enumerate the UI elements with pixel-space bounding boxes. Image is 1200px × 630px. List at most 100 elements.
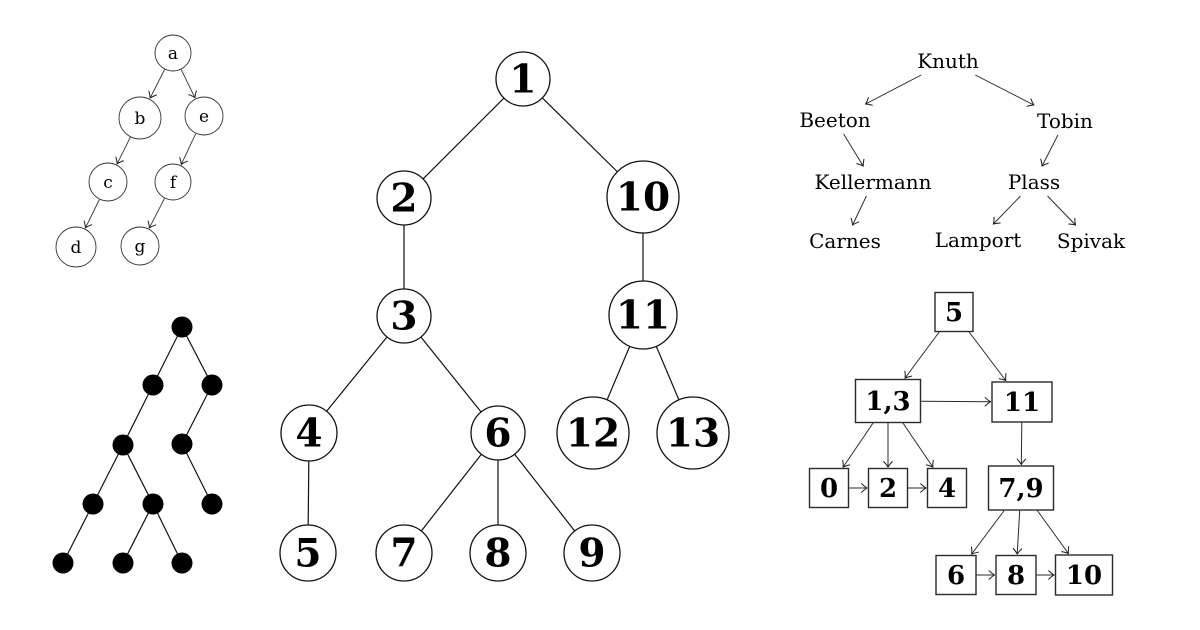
letter-tree-label-e: e	[199, 107, 209, 127]
btree-boxes-node-b0	[808, 467, 850, 509]
knuth-name-tree-label-knuth: Knuth	[917, 49, 979, 73]
numbered-tree-label-t1: 1	[509, 56, 536, 102]
dot-tree-node-n7	[142, 493, 164, 515]
letter-tree-node-d	[55, 226, 97, 268]
letter-tree-label-d: d	[71, 238, 82, 258]
letter-tree-node-c	[88, 162, 128, 202]
numbered-tree-label-t12: 12	[566, 410, 620, 456]
btree-boxes-label-b11: 11	[1004, 388, 1040, 418]
numbered-tree-label-t13: 13	[666, 410, 720, 456]
dot-tree-node-n8	[201, 493, 223, 515]
numbered-tree-edge-t4-t5	[307, 461, 310, 525]
numbered-tree-edge-t1-t10	[542, 97, 618, 172]
btree-boxes-edge-b11-b79	[1016, 422, 1027, 466]
dot-tree-edge-n7-n10	[122, 503, 154, 564]
letter-tree-edge-a-b	[148, 69, 166, 99]
dot-tree-node-n4	[112, 434, 134, 456]
knuth-name-tree-label-kellermann: Kellermann	[814, 170, 931, 194]
letter-tree-edge-f-g	[147, 198, 165, 229]
dot-tree-node-n10	[112, 552, 134, 574]
btree-boxes-label-b79: 7,9	[998, 474, 1043, 504]
dot-tree-node-n3	[201, 374, 223, 396]
btree-boxes-edge-b13-b0	[842, 422, 874, 468]
knuth-name-tree-edge-knuth-tobin	[975, 74, 1035, 107]
btree-boxes-node-b8	[995, 554, 1037, 596]
letter-tree-edge-e-f	[179, 133, 197, 166]
btree-boxes-label-b8: 8	[1007, 561, 1025, 591]
numbered-tree-label-t5: 5	[294, 530, 321, 576]
btree-boxes-node-b11	[991, 381, 1053, 423]
btree-boxes-edge-b13-b4	[902, 422, 934, 468]
numbered-tree-node-t5	[279, 524, 337, 582]
knuth-name-tree-edge-beeton-kellermann	[843, 133, 865, 167]
dot-tree-edge-n3-n5	[181, 384, 213, 445]
dot-tree-edge-n1-n2	[152, 326, 183, 386]
numbered-tree-node-t7	[375, 524, 433, 582]
numbered-tree-edge-t11-t12	[606, 346, 631, 400]
numbered-tree-node-t13	[656, 396, 730, 470]
knuth-name-tree-edge-plass-spivak	[1047, 195, 1077, 226]
knuth-name-tree-edge-kellermann-carnes	[850, 195, 867, 226]
numbered-tree-edge-t1-t2	[422, 97, 505, 180]
dot-tree-node-n9	[52, 552, 74, 574]
letter-tree-edge-b-c	[115, 136, 131, 165]
btree-boxes-edge-b79-b6	[971, 510, 1005, 555]
btree-boxes-label-b10: 10	[1066, 561, 1102, 591]
dot-tree-edge-n7-n11	[152, 503, 183, 564]
knuth-name-tree-edge-tobin-plass	[1040, 134, 1059, 167]
dot-tree-node-n2	[142, 374, 164, 396]
dot-tree-node-n1	[171, 316, 193, 338]
btree-boxes-edge-b5-b11	[968, 331, 1007, 382]
numbered-tree-label-t10: 10	[616, 174, 670, 220]
numbered-tree-label-t6: 6	[484, 410, 511, 456]
btree-boxes-node-b2	[867, 467, 909, 509]
dot-tree-edge-n4-n6	[92, 444, 124, 505]
knuth-name-tree-label-lamport: Lamport	[935, 228, 1022, 252]
knuth-name-tree-edge-knuth-beeton	[864, 74, 922, 106]
knuth-name-tree-edge-plass-lamport	[992, 195, 1021, 225]
knuth-name-tree-label-tobin: Tobin	[1037, 109, 1093, 133]
letter-tree-node-e	[184, 96, 224, 136]
btree-boxes-node-b13	[854, 378, 922, 424]
letter-tree-edge-a-e	[180, 69, 197, 99]
btree-boxes-edge-b13-b11	[920, 397, 992, 407]
knuth-name-tree-label-carnes: Carnes	[809, 229, 881, 253]
dot-tree-edge-n5-n8	[181, 443, 213, 505]
numbered-tree-label-t7: 7	[390, 530, 417, 576]
letter-tree-label-f: f	[170, 173, 178, 193]
btree-boxes-label-b6: 6	[947, 561, 965, 591]
dot-tree-edge-n4-n7	[122, 444, 154, 505]
letter-tree-node-a	[154, 34, 192, 72]
numbered-tree-label-t9: 9	[578, 530, 605, 576]
numbered-tree-label-t11: 11	[616, 292, 670, 338]
knuth-name-tree-label-spivak: Spivak	[1057, 229, 1126, 253]
letter-tree-edge-c-d	[83, 199, 100, 229]
letter-tree-label-a: a	[168, 44, 178, 64]
numbered-tree-node-t8	[469, 524, 527, 582]
btree-boxes-label-b0: 0	[820, 474, 838, 504]
dot-tree-edge-n6-n9	[62, 503, 94, 564]
numbered-tree-label-t3: 3	[390, 293, 417, 339]
letter-tree-label-g: g	[135, 237, 146, 257]
letter-tree-label-c: c	[103, 173, 113, 193]
numbered-tree-node-t1	[495, 51, 551, 107]
numbered-tree-edge-t6-t9	[514, 454, 575, 532]
numbered-tree-edge-t6-t7	[421, 454, 482, 532]
numbered-tree-label-t4: 4	[295, 410, 322, 456]
knuth-name-tree-label-plass: Plass	[1008, 170, 1060, 194]
numbered-tree-label-t8: 8	[484, 530, 511, 576]
btree-boxes-node-b10	[1054, 554, 1114, 596]
btree-boxes-node-b6	[935, 554, 977, 596]
btree-boxes-edge-b79-b10	[1036, 510, 1070, 555]
btree-boxes-label-b2: 2	[879, 474, 897, 504]
dot-tree-edge-n1-n3	[181, 326, 213, 386]
numbered-tree-edge-t3-t4	[326, 336, 388, 412]
btree-boxes-node-b5	[934, 291, 974, 333]
numbered-tree-edge-t11-t13	[655, 346, 680, 400]
numbered-tree-label-t2: 2	[390, 175, 417, 221]
